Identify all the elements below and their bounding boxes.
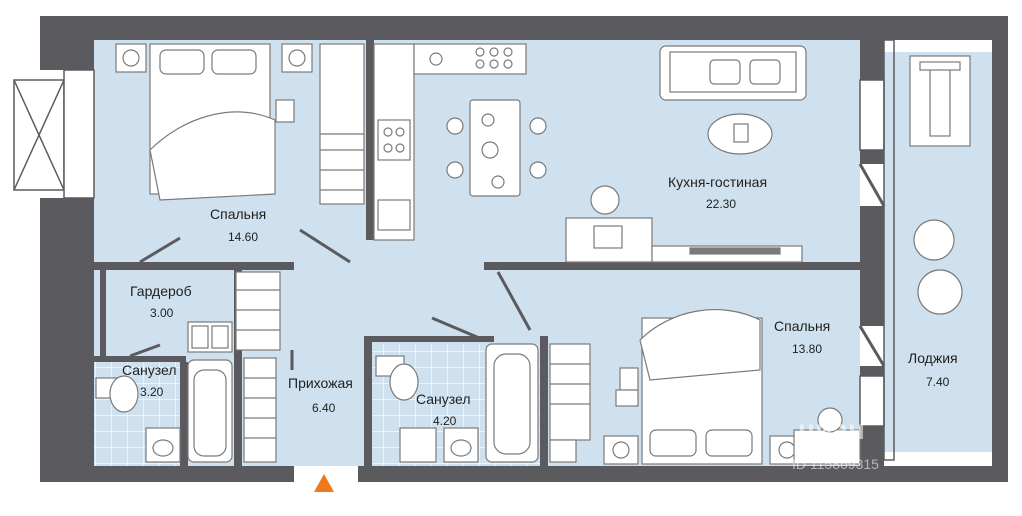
watermark-brand: циан (798, 414, 865, 445)
desk-2 (793, 429, 861, 465)
room-label-bedroom1: Спальня (210, 206, 267, 222)
loggia-furniture (909, 55, 971, 315)
room-label-bath1: Санузел (122, 362, 177, 378)
room-area-wardrobe: 3.00 (150, 306, 174, 320)
room-area-kitchen: 22.30 (706, 197, 737, 211)
bath2-fixtures (375, 343, 591, 463)
kitchen-furniture (373, 43, 807, 263)
wardrobe-furniture (187, 271, 281, 353)
room-area-hall: 6.40 (312, 401, 336, 415)
room-area-bath2: 4.20 (433, 414, 457, 428)
bedroom2-furniture (603, 309, 861, 465)
slippers-1 (275, 99, 295, 123)
room-label-wardrobe: Гардероб (130, 283, 192, 299)
windows (13, 39, 895, 461)
doors (129, 163, 886, 370)
interior-walls (86, 40, 860, 466)
room-area-loggia: 7.40 (926, 375, 950, 389)
room-label-hall: Прихожая (288, 375, 353, 391)
outer-walls (40, 16, 1008, 482)
wardrobe-shelves-1 (319, 43, 365, 135)
hallway-shelves (243, 357, 277, 463)
room-area-bath1: 3.20 (140, 385, 164, 399)
room-area-bedroom2: 13.80 (792, 342, 823, 356)
watermark-id: ID 115869315 (792, 456, 879, 472)
room-area-bedroom1: 14.60 (228, 230, 259, 244)
entrance-arrow-icon (314, 474, 334, 492)
room-label-loggia: Лоджия (908, 350, 958, 366)
bath1-fixtures (95, 359, 233, 463)
bedroom1-furniture (115, 43, 365, 205)
room-label-bath2: Санузел (416, 391, 471, 407)
room-label-kitchen: Кухня-гостиная (668, 174, 768, 190)
room-label-bedroom2: Спальня (774, 318, 831, 334)
